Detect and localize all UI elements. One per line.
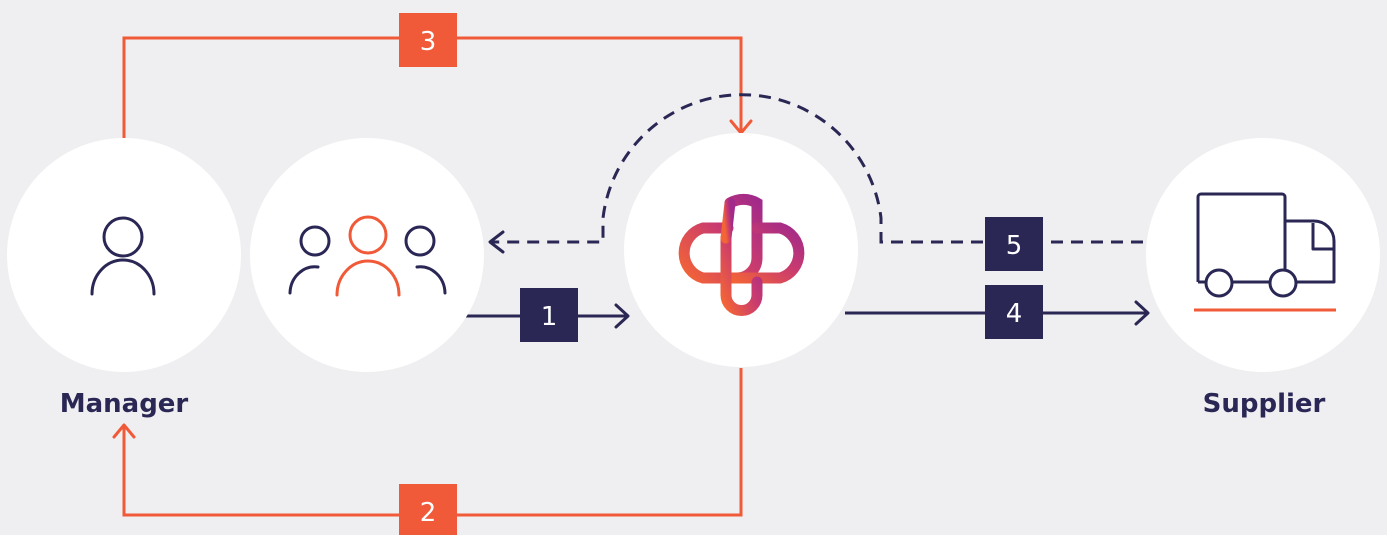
- step-5-connector: [492, 93, 1143, 244]
- step-badge-5: 5: [985, 217, 1043, 271]
- step-2-arrowhead: [112, 423, 136, 439]
- team-member-right-icon: [404, 225, 447, 295]
- step-badge-3: 3: [399, 13, 457, 67]
- step-5-arrowhead: [488, 230, 505, 254]
- platform-logo-icon: [678, 193, 805, 316]
- step-4-arrowhead: [1134, 300, 1150, 326]
- step-1-arrowhead: [614, 303, 630, 329]
- person-icon: [90, 216, 156, 296]
- team-member-left-icon: [288, 225, 331, 295]
- step-badge-2: 2: [399, 484, 457, 535]
- platform-circle: [624, 133, 858, 367]
- team-icon: [288, 215, 447, 297]
- step-number-5: 5: [1006, 231, 1023, 261]
- truck-icon: [1196, 192, 1336, 298]
- step-number-3: 3: [420, 27, 437, 57]
- step-number-1: 1: [541, 302, 558, 332]
- supplier-label: Supplier: [1203, 389, 1326, 419]
- team-member-center-icon: [335, 215, 401, 297]
- step-number-2: 2: [420, 498, 437, 528]
- supplier-circle: [1146, 138, 1380, 372]
- step-number-4: 4: [1006, 299, 1023, 329]
- team-circle: [250, 138, 484, 372]
- step-badge-4: 4: [985, 285, 1043, 339]
- manager-label: Manager: [60, 389, 189, 419]
- step-badge-1: 1: [520, 288, 578, 342]
